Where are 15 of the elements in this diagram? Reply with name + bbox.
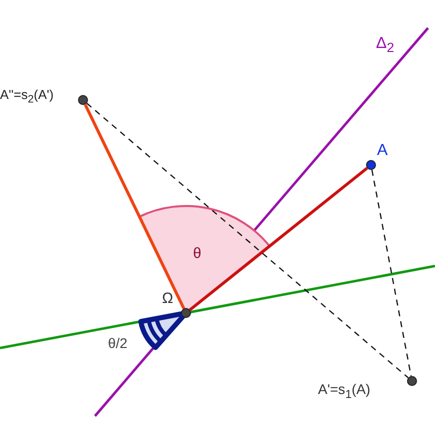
- point-label: Ω: [162, 291, 174, 306]
- segment: [188, 166, 368, 312]
- point-marker: [181, 308, 191, 318]
- point-label: A''=s$_{2}$(A'): [0, 88, 54, 106]
- point-marker: [407, 376, 417, 386]
- point-marker: [366, 160, 376, 170]
- point-label: A'=s$_{1}$(A): [318, 382, 370, 400]
- segment: [86, 102, 409, 378]
- line-label: Δ$_{2}$: [376, 36, 394, 55]
- segment: [84, 104, 186, 310]
- point-label: A: [377, 143, 388, 159]
- segment: [371, 170, 412, 376]
- angle-label: θ/2: [108, 336, 128, 350]
- angle-label: θ: [193, 246, 202, 261]
- point-marker: [78, 95, 88, 105]
